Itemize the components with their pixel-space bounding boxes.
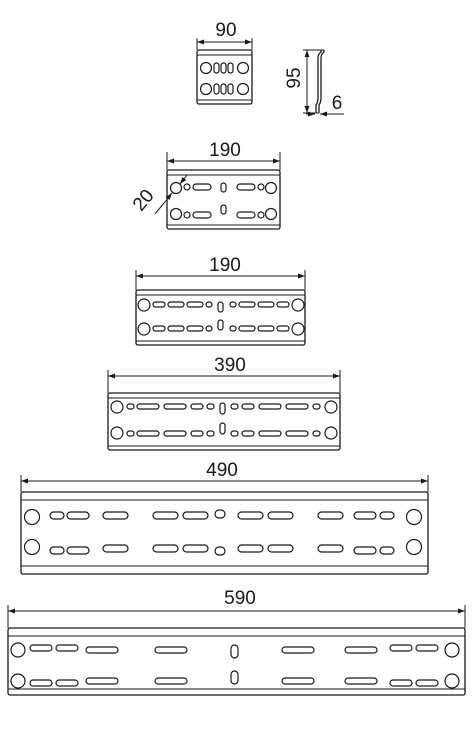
- dimension-label-490: 490: [206, 460, 238, 481]
- plate-390: 390: [107, 355, 341, 451]
- hole-20: [169, 181, 183, 195]
- bracket-side-profile: 95 6: [284, 49, 344, 117]
- plate-490: 490: [20, 460, 429, 575]
- dimension-label-20: 20: [129, 186, 159, 216]
- dimension-label-95: 95: [284, 67, 305, 88]
- dimension-label-390: 390: [214, 355, 246, 376]
- dimension-label-190b: 190: [209, 255, 241, 276]
- plate-190-a: 190 20: [129, 140, 281, 230]
- plate-body: [196, 49, 253, 105]
- dimension-label-90: 90: [215, 20, 236, 41]
- dimension-label-190a: 190: [209, 140, 241, 161]
- plate-90: 90: [196, 20, 253, 105]
- plate-590: 590: [7, 588, 466, 696]
- plate-190-b: 190: [135, 255, 306, 346]
- dimension-label-590: 590: [224, 588, 256, 609]
- dimension-label-6: 6: [332, 93, 343, 114]
